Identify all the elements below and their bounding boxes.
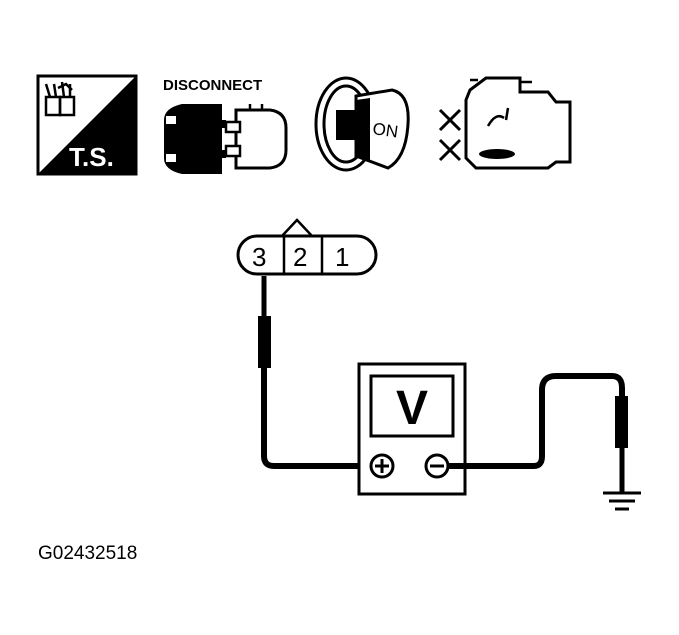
- ground-icon: [603, 491, 641, 511]
- connector-pin-3: 3: [252, 242, 266, 272]
- meter-v-label: V: [396, 382, 428, 435]
- positive-probe: [258, 276, 372, 469]
- disconnect-icon: DISCONNECT: [163, 77, 288, 174]
- key-on-label: ON: [371, 119, 399, 141]
- figure-code: G02432518: [38, 543, 137, 564]
- connector-pin-1: 1: [335, 242, 349, 272]
- connector-pin-2: 2: [293, 242, 307, 272]
- positive-terminal-icon: [369, 453, 395, 479]
- engine-icon: [438, 76, 572, 170]
- ignition-key-icon: ON: [314, 76, 410, 172]
- negative-probe: [448, 373, 628, 492]
- harness-connector: 3 2 1: [236, 218, 378, 276]
- negative-terminal-icon: [424, 453, 450, 479]
- ts-label: T.S.: [69, 142, 114, 172]
- switch-sketch-icon: [44, 81, 76, 117]
- voltmeter: V: [357, 362, 467, 496]
- disconnect-label: DISCONNECT: [163, 77, 262, 94]
- ts-icon: T.S.: [36, 74, 138, 176]
